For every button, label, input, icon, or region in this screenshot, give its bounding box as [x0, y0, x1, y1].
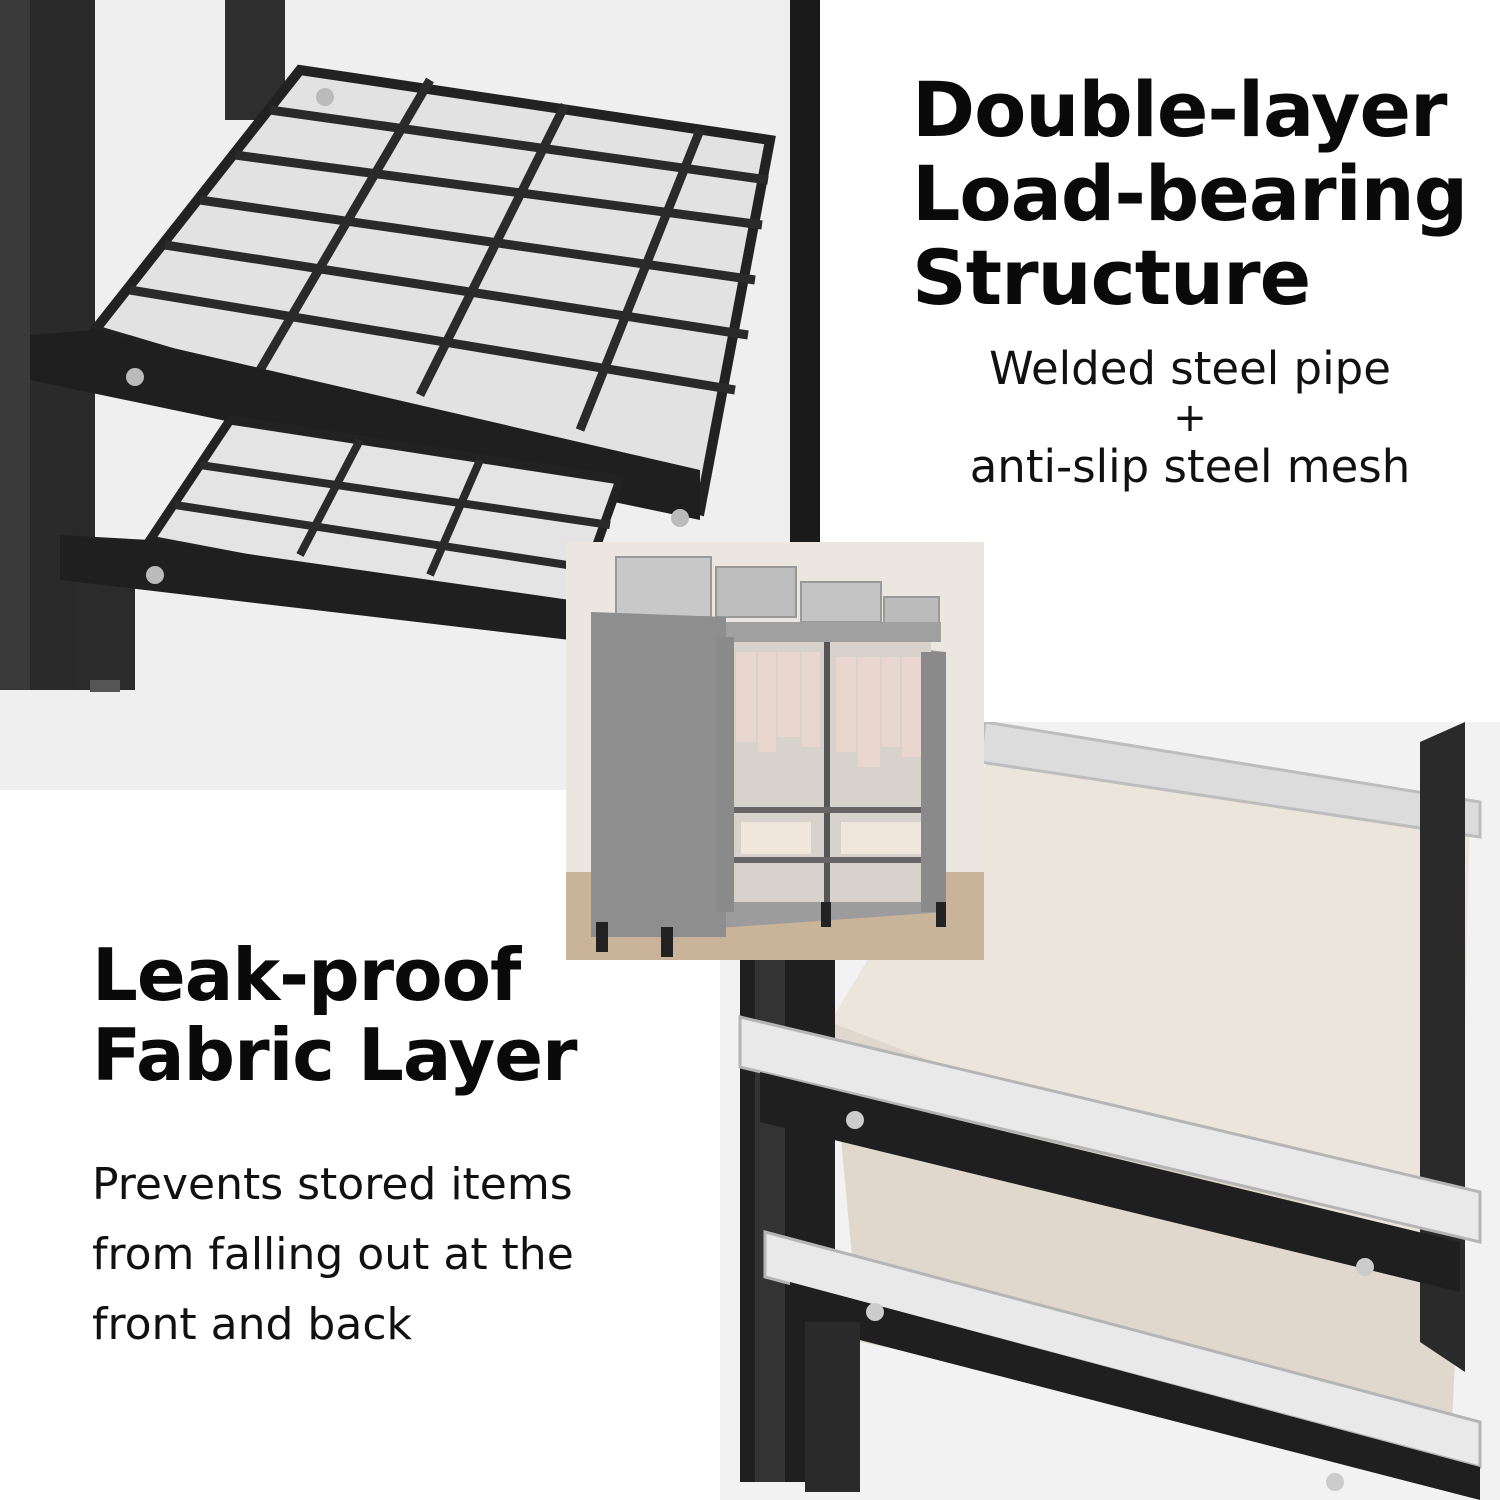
fabric-lined-shelf-photo — [720, 722, 1500, 1500]
fabric-headline: Leak-proof Fabric Layer — [92, 935, 652, 1095]
structure-detail-mesh: anti-slip steel mesh — [969, 440, 1411, 493]
structure-details: Welded steel pipe + anti-slip steel mesh — [930, 342, 1450, 494]
structure-detail-pipe: Welded steel pipe — [989, 342, 1391, 395]
structure-headline-line-3: Structure — [912, 233, 1311, 322]
fabric-description-line-2: from falling out at the — [92, 1229, 574, 1280]
structure-headline-line-2: Load-bearing — [912, 149, 1468, 238]
steel-mesh-shelf-photo — [0, 0, 820, 790]
fabric-headline-line-1: Leak-proof — [92, 933, 521, 1017]
fabric-headline-line-2: Fabric Layer — [92, 1013, 578, 1097]
fabric-description-line-3: front and back — [92, 1299, 412, 1350]
fabric-description-line-1: Prevents stored items — [92, 1159, 573, 1210]
fabric-description: Prevents stored items from falling out a… — [92, 1150, 692, 1360]
structure-headline-line-1: Double-layer — [912, 65, 1448, 154]
structure-headline: Double-layer Load-bearing Structure — [912, 68, 1492, 320]
structure-detail-plus: + — [1173, 395, 1207, 441]
wardrobe-inset-photo — [566, 542, 984, 960]
